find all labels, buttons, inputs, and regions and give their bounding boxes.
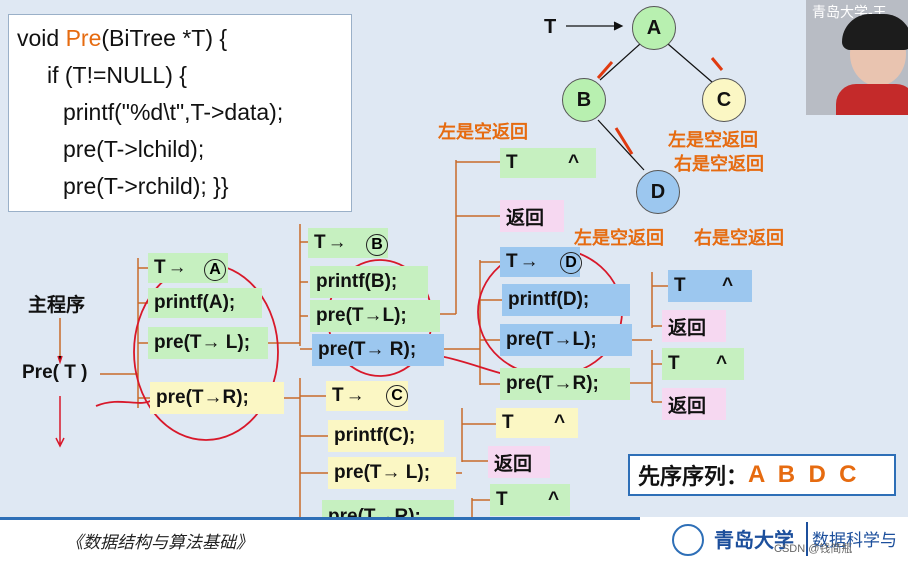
code-line-4: pre(T->lchild); <box>63 136 205 162</box>
code-line-5: pre(T->rchild); }} <box>63 173 229 199</box>
tree-root-pointer: T <box>544 16 557 38</box>
c-right-empty-note: 右是空返回 <box>674 154 764 174</box>
level3-d-pre-left: pre(T→L); <box>500 324 632 356</box>
c-null1-caret: ^ <box>548 408 578 438</box>
footer-divider <box>806 522 808 556</box>
c-return1: 返回 <box>488 446 550 478</box>
main-program-title: 主程序 <box>28 295 86 316</box>
d-right-empty-note: 右是空返回 <box>694 228 784 248</box>
d-null1-caret: ^ <box>716 270 752 302</box>
presenter-jacket <box>836 84 908 115</box>
d-null2-caret: ^ <box>710 348 744 380</box>
tree-node-b: B <box>562 78 606 122</box>
result-label: 先序序列： <box>638 464 749 489</box>
level2-b-pre-right: pre(T→ R); <box>312 334 444 366</box>
b-null-caret: ^ <box>562 148 596 178</box>
code-panel: void Pre(BiTree *T) { if (T!=NULL) { pri… <box>8 14 352 212</box>
level1-pre-left: pre(T→ L); <box>148 327 268 359</box>
level2-c-printf: printf(C); <box>328 420 444 452</box>
tree-node-c: C <box>702 78 746 122</box>
c-left-empty-note: 左是空返回 <box>668 130 758 150</box>
d-return2: 返回 <box>662 388 726 420</box>
level1-node-a: A <box>204 259 226 281</box>
tree-node-a: A <box>632 6 676 50</box>
tree-node-d: D <box>636 170 680 214</box>
result-sequence: A B D C <box>748 461 857 488</box>
footer-strip <box>0 517 640 520</box>
d-return1: 返回 <box>662 310 726 342</box>
c-null1-t: T <box>496 408 552 438</box>
school-name: 数据科学与 <box>812 531 897 550</box>
level2-b-printf: printf(B); <box>310 266 428 298</box>
level1-printf: printf(A); <box>148 288 262 318</box>
b-return: 返回 <box>500 200 564 232</box>
level1-pre-right: pre(T→R); <box>150 382 284 414</box>
level3-d-node: D <box>560 252 582 274</box>
level2-b-pre-left: pre(T→L); <box>310 300 440 332</box>
main-call: Pre( T ) <box>22 362 88 383</box>
course-title: 《数据结构与算法基础》 <box>66 533 253 553</box>
university-name: 青岛大学 <box>714 528 794 552</box>
presenter-hair <box>842 14 908 50</box>
d-null2-t: T <box>662 348 712 380</box>
code-line-2: if (T!=NULL) { <box>47 62 187 88</box>
level2-c-node: C <box>386 385 408 407</box>
watermark: CSDN @钱简瓶 <box>774 543 853 555</box>
b-left-empty-note: 左是空返回 <box>438 122 528 142</box>
d-left-empty-note: 左是空返回 <box>574 228 664 248</box>
result-panel: 先序序列： A B D C <box>628 454 896 496</box>
code-line-1: void Pre(BiTree *T) { <box>17 25 228 51</box>
level3-d-printf: printf(D); <box>502 284 630 316</box>
b-null-t: T <box>500 148 564 178</box>
code-line-3: printf("%d\t",T->data); <box>63 99 284 125</box>
level2-b-node: B <box>366 234 388 256</box>
level2-c-pre-left: pre(T→ L); <box>328 457 456 489</box>
presenter-video: 青岛大学-王 <box>806 0 908 115</box>
d-null1-t: T <box>668 270 718 302</box>
footer-bar <box>0 517 908 563</box>
c-null2-caret: ^ <box>542 484 570 516</box>
c-null2-t: T <box>490 484 546 516</box>
university-seal-icon <box>672 524 704 556</box>
level3-d-pre-right: pre(T→R); <box>500 368 630 400</box>
